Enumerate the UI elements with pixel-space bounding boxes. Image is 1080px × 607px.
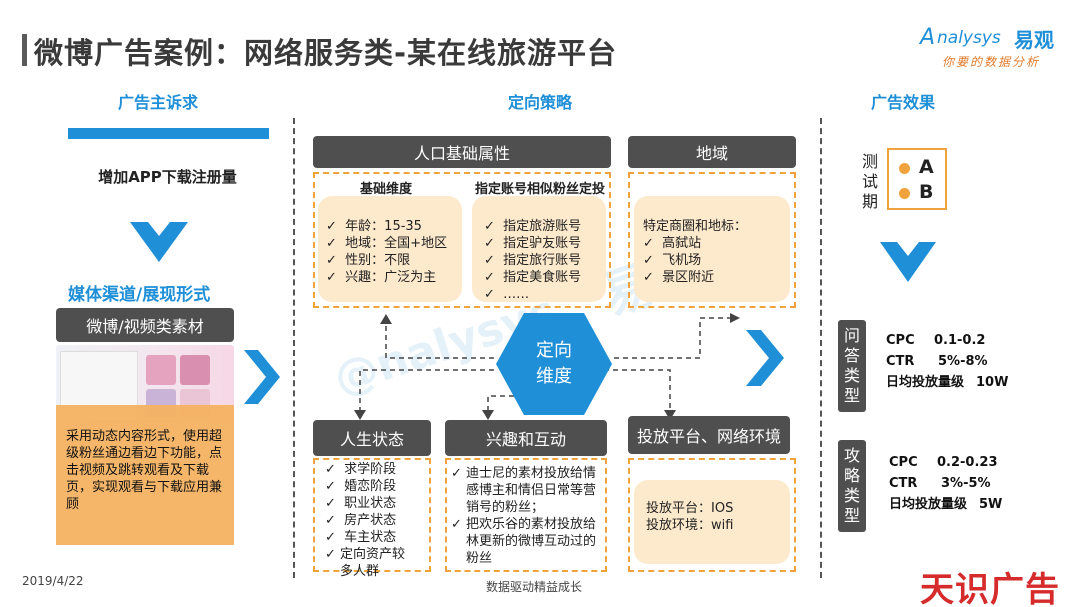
list-item: ✓ 年龄：15-35 (326, 218, 447, 235)
demand-bar (68, 128, 269, 139)
similar-fans-list: ✓ 指定旅游账号 ✓ 指定驴友账号 ✓ 指定旅行账号 ✓ 指定美食账号 ✓ …… (484, 218, 581, 303)
label-char: 测 (860, 152, 880, 172)
heading-advertiser-demand: 广告主诉求 (118, 89, 198, 113)
list-item: ✓ 婚恋阶段 (325, 478, 429, 495)
chevron-right-icon (244, 350, 280, 404)
advertiser-demand: 增加APP下载注册量 (60, 166, 275, 187)
guide-type-label: 攻 略 类 型 (838, 440, 866, 532)
test-item-a: A (919, 156, 934, 178)
region-list: ✓ 高弑站 ✓ 飞机场 ✓ 景区附近 (643, 235, 714, 286)
logo-slogan: 你要的数据分析 (942, 53, 1040, 70)
media-description: 采用动态内容形式，使用超级粉丝通边看边下功能，点击视频及跳转观看及下载页，实现观… (66, 428, 232, 513)
label-char: 类 (844, 486, 860, 506)
logo-en-text: nalysys (937, 28, 1001, 48)
label-char: 型 (844, 506, 860, 526)
thumb-image (146, 355, 176, 385)
interest-list: ✓ 迪士尼的素材投放给情感博主和情侣日常等营销号的粉丝； ✓ 把欢乐谷的素材投放… (451, 465, 601, 567)
basic-dimension-title: 基础维度 (360, 178, 412, 197)
label-char: 略 (844, 466, 860, 486)
label-char: 答 (844, 346, 860, 366)
divider-right (820, 118, 822, 578)
life-state-list: ✓ 求学阶段 ✓ 婚恋阶段 ✓ 职业状态 ✓ 房产状态 ✓ 车主状态 ✓ 定向资… (325, 461, 429, 580)
list-item: ✓ 地域：全国+地区 (326, 235, 447, 252)
center-label-line: 维度 (494, 364, 614, 390)
label-char: 攻 (844, 446, 860, 466)
tag-demographics: 人口基础属性 (313, 136, 611, 168)
test-item-b: B (919, 181, 933, 203)
list-item: ✓ 把欢乐谷的素材投放给林更新的微博互动过的粉丝 (451, 516, 601, 567)
bullet-dot-icon (899, 188, 910, 199)
list-item: 投放环境：wifi (646, 517, 733, 534)
list-item: ✓ 迪士尼的素材投放给情感博主和情侣日常等营销号的粉丝； (451, 465, 601, 516)
test-period-label: 测 试 期 (860, 152, 880, 212)
page-title: 微博广告案例：网络服务类-某在线旅游平台 (34, 30, 617, 72)
tag-interest: 兴趣和互动 (445, 420, 607, 456)
list-item: ✓ 房产状态 (325, 512, 429, 529)
label-char: 试 (860, 172, 880, 192)
region-lead: 特定商圈和地标： (643, 218, 747, 235)
divider-left (293, 118, 295, 578)
media-channel-heading: 媒体渠道/展现形式 (68, 280, 210, 305)
list-item: ✓ 指定美食账号 (484, 269, 581, 286)
list-item: ✓ 飞机场 (643, 252, 714, 269)
brand-watermark: 天识广告 (920, 562, 1060, 607)
footer-date: 2019/4/22 (22, 574, 84, 588)
heading-ad-effect: 广告效果 (871, 89, 935, 113)
list-item: 投放平台：IOS (646, 500, 733, 517)
platform-list: 投放平台：IOS 投放环境：wifi (646, 500, 733, 534)
tag-platform: 投放平台、网络环境 (628, 416, 790, 454)
media-tag: 微博/视频类素材 (56, 308, 234, 342)
list-item: ✓ 指定驴友账号 (484, 235, 581, 252)
label-char: 型 (844, 386, 860, 406)
list-item: ✓ 定向资产较多人群 (325, 546, 429, 580)
center-label-line: 定向 (494, 338, 614, 364)
label-char: 问 (844, 326, 860, 346)
logo-cn-text: 易观 (1014, 24, 1054, 53)
list-item: ✓ 景区附近 (643, 269, 714, 286)
title-accent-bar (22, 34, 27, 66)
list-item: ✓ 兴趣：广泛为主 (326, 269, 447, 286)
targeting-center-label: 定向 维度 (494, 338, 614, 390)
label-char: 类 (844, 366, 860, 386)
chevron-down-icon (130, 222, 188, 262)
heading-targeting-strategy: 定向策略 (508, 89, 572, 113)
logo-mark: A (920, 25, 935, 50)
tag-region: 地域 (628, 136, 796, 168)
label-char: 期 (860, 192, 880, 212)
chevron-right-icon (746, 330, 784, 386)
qa-type-label: 问 答 类 型 (838, 320, 866, 412)
footer-slogan: 数据驱动精益成长 (486, 578, 582, 595)
list-item: ✓ 车主状态 (325, 529, 429, 546)
tag-life-state: 人生状态 (313, 420, 431, 456)
chevron-down-icon (880, 242, 936, 282)
list-item: ✓ 指定旅游账号 (484, 218, 581, 235)
list-item: ✓ 高弑站 (643, 235, 714, 252)
test-ab-box: A B (887, 148, 947, 210)
similar-fans-title: 指定账号相似粉丝定投 (475, 178, 605, 197)
list-item: ✓ 求学阶段 (325, 461, 429, 478)
analysys-logo: A nalysys 易观 你要的数据分析 (920, 24, 1060, 72)
list-item: ✓ 性别：不限 (326, 252, 447, 269)
bullet-dot-icon (899, 163, 910, 174)
list-item: ✓ 职业状态 (325, 495, 429, 512)
thumb-image (180, 355, 210, 385)
basic-dimension-list: ✓ 年龄：15-35 ✓ 地域：全国+地区 ✓ 性别：不限 ✓ 兴趣：广泛为主 (326, 218, 447, 286)
list-item: ✓ 指定旅行账号 (484, 252, 581, 269)
